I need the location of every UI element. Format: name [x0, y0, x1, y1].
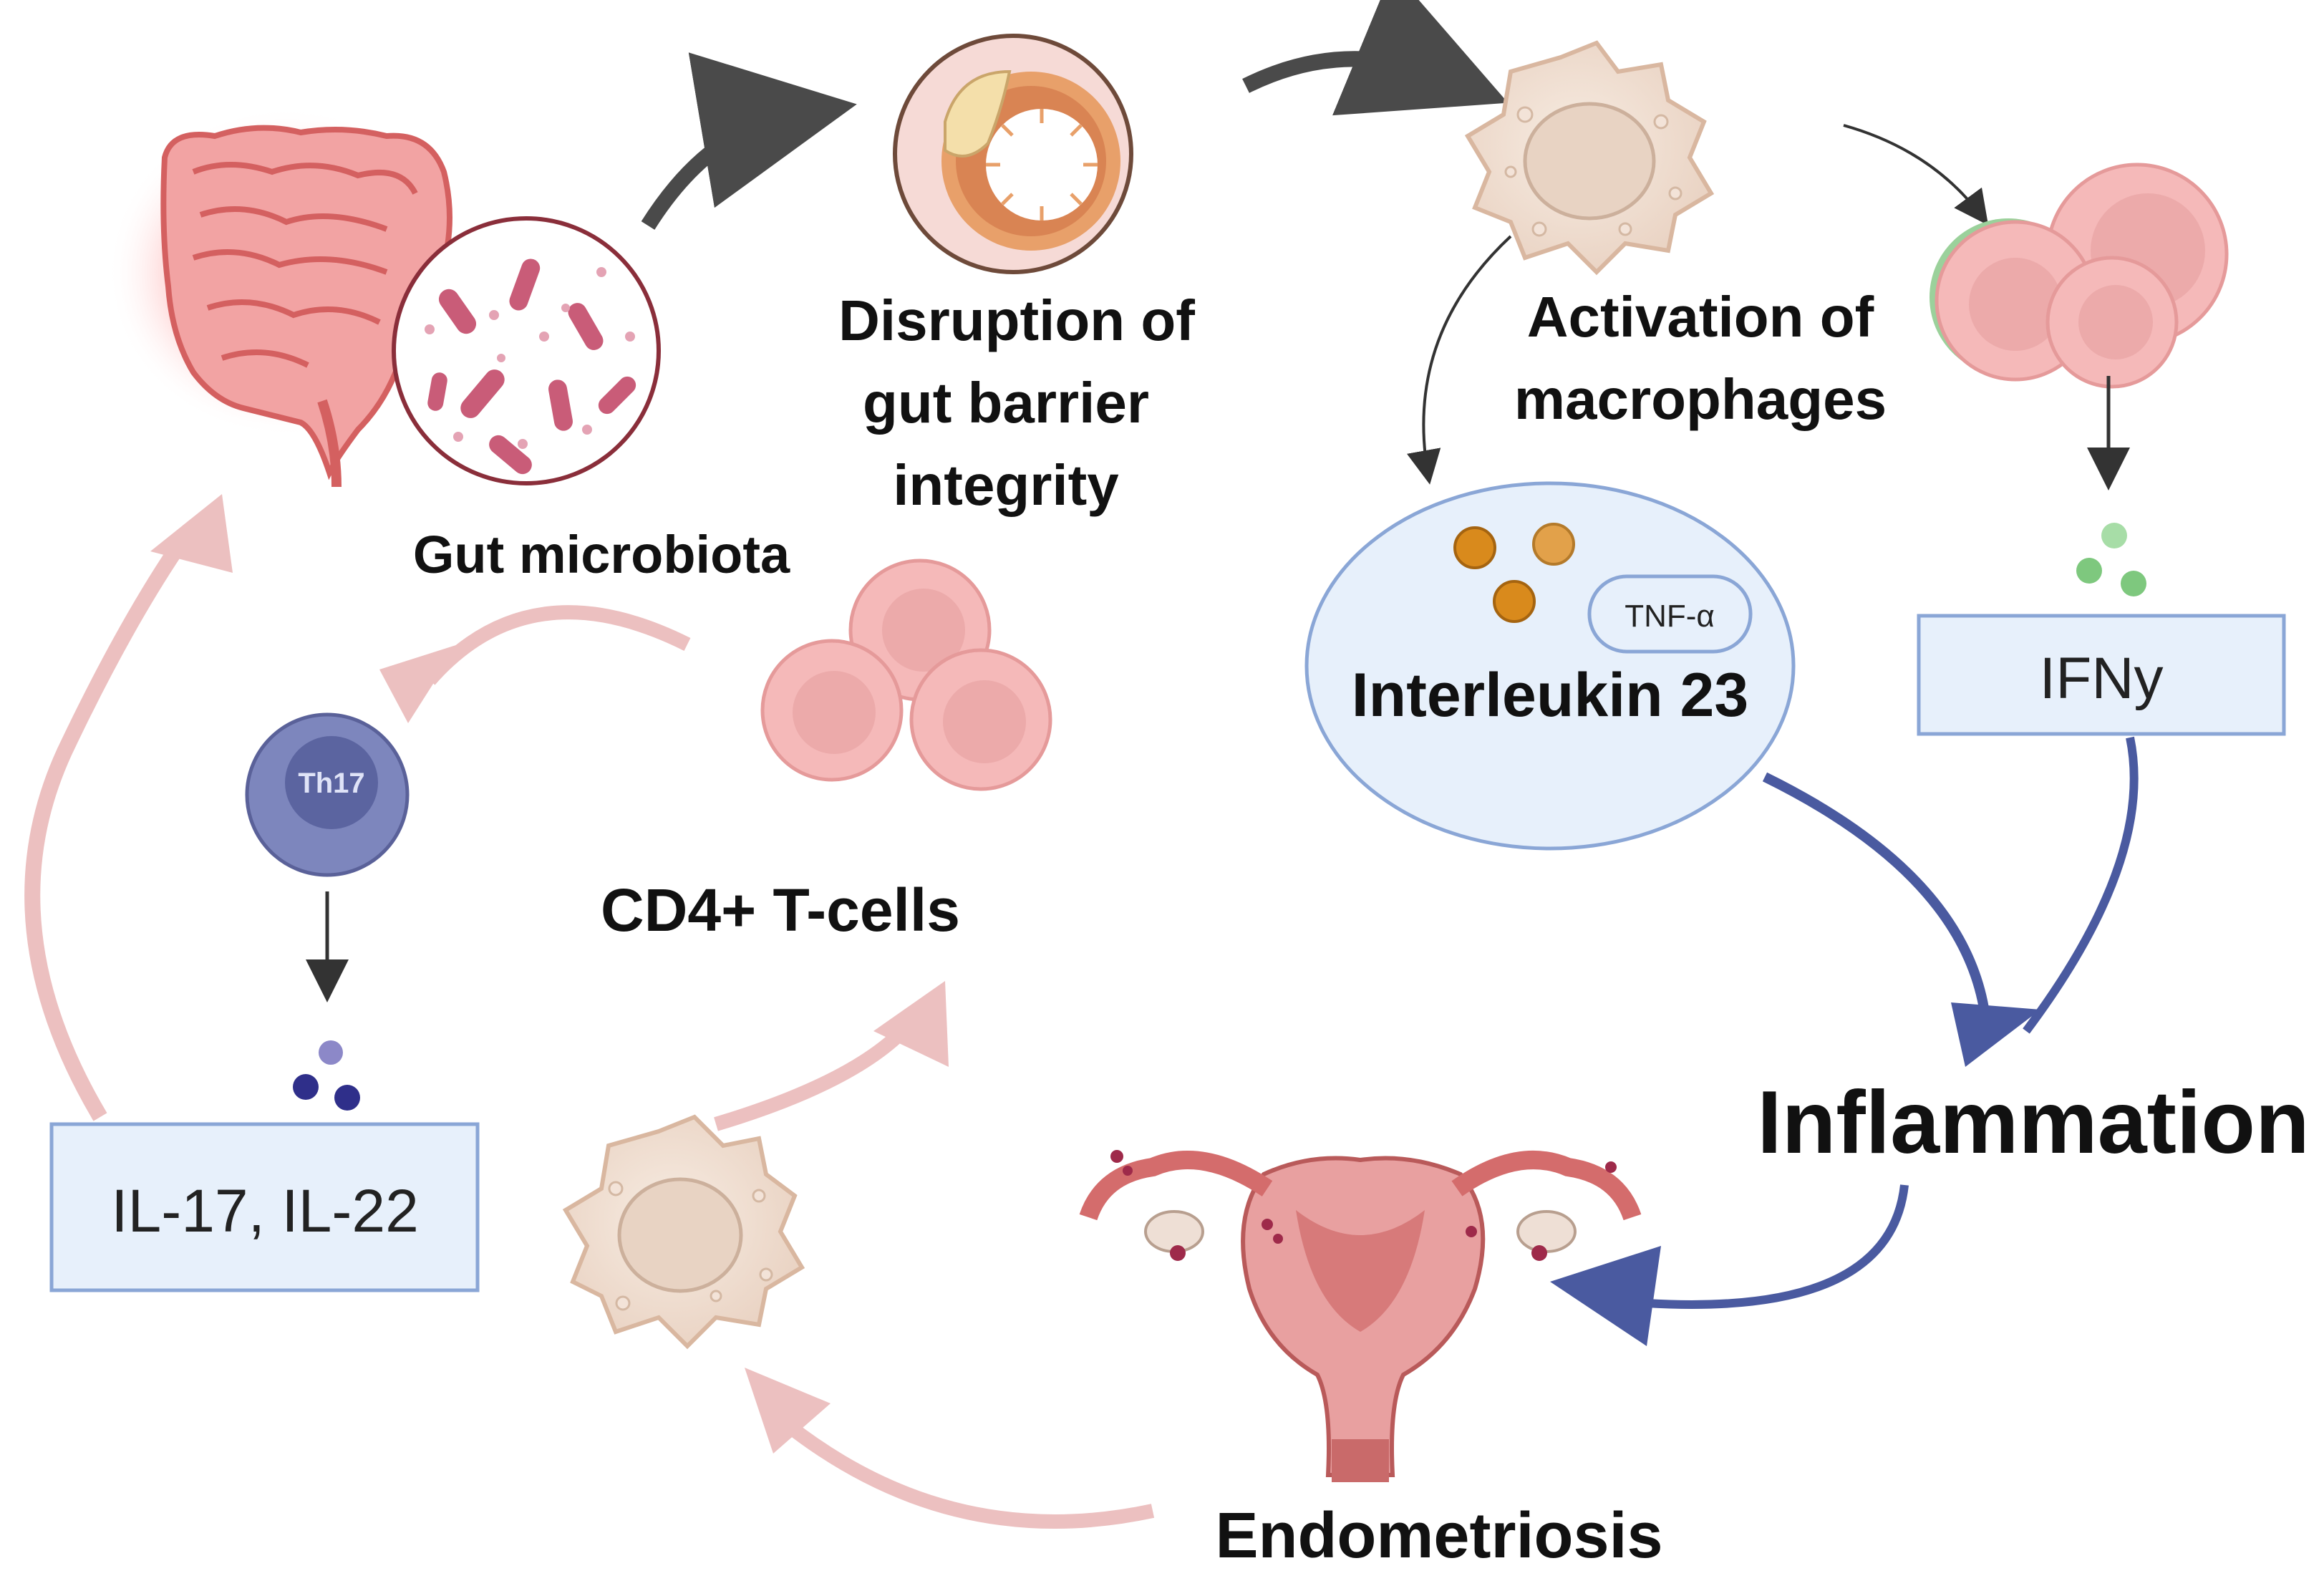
arrow-endometriosis-to-macrophage — [783, 1419, 1155, 1529]
activation-label-line2: macrophages — [1514, 367, 1887, 431]
bottom-macrophage-icon — [562, 1114, 805, 1350]
arrow-to-macrophage — [1242, 0, 1509, 116]
disruption-label-line2: gut barrier — [863, 371, 1149, 435]
inflammation-arrowhead — [1951, 1002, 2040, 1067]
ifn-box — [1917, 614, 2286, 736]
cd4-label: CD4+ T-cells — [601, 876, 960, 944]
t-cell-cluster-icon — [1930, 163, 2229, 389]
arrow-inflammation-to-endometriosis — [1646, 1184, 1909, 1309]
arrow-to-disruption — [641, 52, 857, 230]
macrophage-icon — [1464, 40, 1715, 276]
il-box — [49, 1122, 480, 1292]
il-molecules-icon — [293, 1040, 360, 1111]
th17-arrowhead — [379, 644, 458, 723]
endometriosis-label: Endometriosis — [1215, 1500, 1662, 1572]
th17-cell-icon — [245, 712, 410, 877]
interleukin-label: Interleukin 23 — [1352, 661, 1748, 730]
microbiota-magnifier-icon — [392, 216, 661, 485]
arrow-cd4-to-th17 — [424, 605, 691, 685]
arrow-to-t-cells — [1843, 124, 1989, 226]
arrow-macrophage-to-cd4 — [714, 1019, 915, 1131]
cd4-arrowhead — [873, 981, 949, 1067]
macrophage-arrowhead — [745, 1368, 831, 1454]
interleukin-molecules-icon — [1453, 523, 1575, 623]
th17-label: Th17 — [298, 768, 364, 799]
ifn-label: IFNy — [2039, 646, 2163, 711]
tnf-pill — [1587, 574, 1753, 654]
ifn-molecules-icon — [2076, 523, 2146, 596]
intestine-cross-section-icon — [893, 34, 1133, 274]
arrow-to-interleukin — [1407, 235, 1512, 485]
il-label: IL-17, IL-22 — [111, 1177, 419, 1244]
tnf-label: TNF-α — [1625, 599, 1715, 634]
arrow-ifn-to-inflammation — [2023, 736, 2139, 1034]
endometriosis-arrowhead — [1550, 1246, 1661, 1346]
arrow-il-to-gut — [24, 525, 196, 1121]
cd4-t-cell-cluster-icon — [760, 559, 1052, 791]
uterus-icon — [1079, 1150, 1642, 1482]
gut-microbiota-label: Gut microbiota — [413, 525, 790, 584]
inflammation-label: Inflammation — [1757, 1073, 2310, 1172]
disruption-label-line3: integrity — [893, 453, 1119, 517]
arrow-interleukin-to-inflammation — [1762, 772, 1992, 1032]
activation-label-line1: Activation of — [1527, 285, 1874, 349]
gut-icon — [107, 107, 465, 488]
disruption-label-line1: Disruption of — [838, 289, 1195, 352]
gut-arrowhead — [150, 494, 233, 573]
